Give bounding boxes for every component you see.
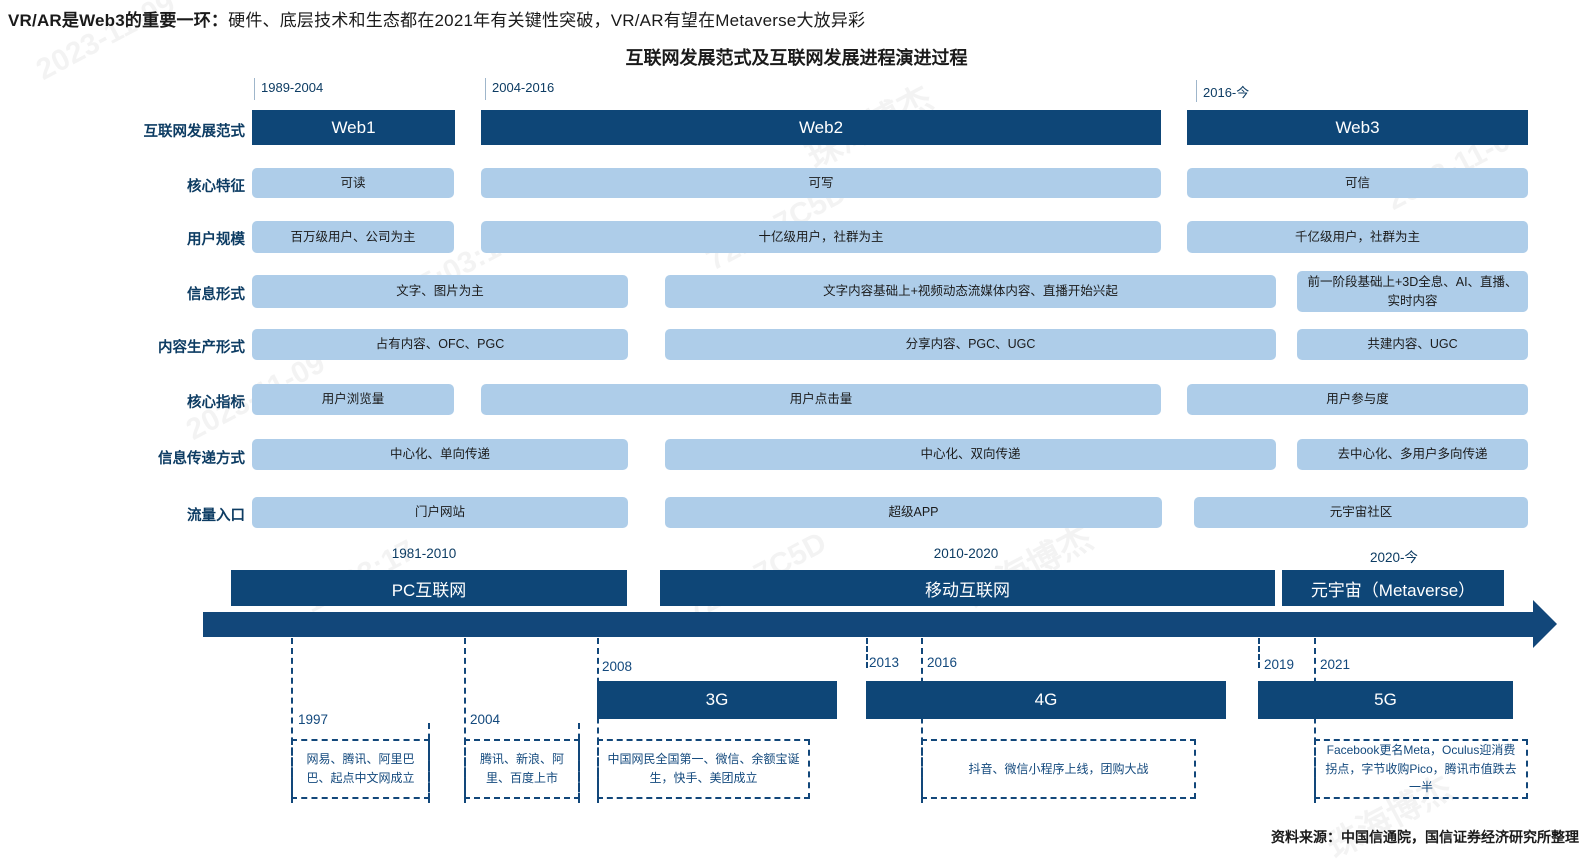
period-tick — [254, 78, 255, 100]
timeline-arrow-icon — [1533, 600, 1557, 648]
period-label-web3: 2016-今 — [1196, 80, 1250, 102]
cell-user-scale-web3[interactable]: 千亿级用户，社群为主 — [1187, 221, 1528, 253]
marker-line-2008 — [597, 638, 599, 803]
row-label-user-scale: 用户规模 — [187, 232, 245, 248]
marker-line-2013 — [866, 638, 868, 668]
year-marker-2016: 2016 — [927, 655, 958, 670]
cell-info-form-web1[interactable]: 文字、图片为主 — [252, 275, 628, 308]
cell-entry-web3[interactable]: 元宇宙社区 — [1194, 497, 1528, 528]
era-period-mobile: 2010-2020 — [933, 546, 999, 561]
marker-line-1997 — [291, 638, 293, 803]
cell-core-feature-web2[interactable]: 可写 — [481, 168, 1161, 198]
cell-transmission-web1[interactable]: 中心化、单向传递 — [252, 439, 628, 470]
event-box-2008[interactable]: 中国网民全国第一、微信、余额宝诞生，快手、美团成立 — [597, 739, 810, 799]
cell-entry-web1[interactable]: 门户网站 — [252, 497, 628, 528]
year-marker-2021: 2021 — [1320, 657, 1351, 672]
cell-production-web1[interactable]: 占有内容、OFC、PGC — [252, 329, 628, 360]
cell-user-scale-web1[interactable]: 百万级用户、公司为主 — [252, 221, 454, 253]
era-bar-meta[interactable]: 元宇宙（Metaverse） — [1282, 570, 1504, 606]
era-bar-pc[interactable]: PC互联网 — [231, 570, 627, 606]
row-label-paradigm: 互联网发展范式 — [143, 124, 246, 140]
era-period-pc: 1981-2010 — [391, 546, 457, 561]
row-label-info-form: 信息形式 — [187, 287, 245, 303]
phase-bar-web2[interactable]: Web2 — [481, 110, 1161, 145]
cell-production-web3[interactable]: 共建内容、UGC — [1297, 329, 1528, 360]
chart-title: 互联网发展范式及互联网发展进程演进过程 — [625, 48, 968, 68]
phase-bar-web3[interactable]: Web3 — [1187, 110, 1528, 145]
headline-rest: 硬件、底层技术和生态都在2021年有关键性突破，VR/AR有望在Metavers… — [228, 11, 866, 30]
generation-bar-4g[interactable]: 4G — [866, 681, 1226, 719]
marker-line-2019 — [1258, 638, 1260, 668]
cell-core-metric-web1[interactable]: 用户浏览量 — [252, 384, 454, 415]
period-text: 2004-2016 — [492, 80, 555, 95]
cell-core-metric-web2[interactable]: 用户点击量 — [481, 384, 1161, 415]
phase-bar-web1[interactable]: Web1 — [252, 110, 455, 145]
period-tick — [485, 78, 486, 100]
year-marker-2008: 2008 — [602, 659, 633, 674]
event-box-2004[interactable]: 腾讯、新浪、阿里、百度上市 — [464, 739, 580, 799]
event-box-1997[interactable]: 网易、腾讯、阿里巴巴、起点中文网成立 — [291, 739, 430, 799]
row-label-core-feature: 核心特征 — [187, 179, 245, 195]
period-tick — [1196, 80, 1197, 102]
year-marker-2019: 2019 — [1264, 657, 1295, 672]
cell-info-form-web3[interactable]: 前一阶段基础上+3D全息、AI、直播、实时内容 — [1297, 271, 1528, 312]
period-label-web2: 2004-2016 — [485, 78, 555, 100]
cell-transmission-web3[interactable]: 去中心化、多用户多向传递 — [1297, 439, 1528, 470]
row-label-core-metric: 核心指标 — [187, 395, 245, 411]
cell-entry-web2[interactable]: 超级APP — [665, 497, 1162, 528]
cell-production-web2[interactable]: 分享内容、PGC、UGC — [665, 329, 1276, 360]
event-box-2016[interactable]: 抖音、微信小程序上线，团购大战 — [921, 739, 1196, 799]
period-label-web1: 1989-2004 — [254, 78, 324, 100]
cell-info-form-web2[interactable]: 文字内容基础上+视频动态流媒体内容、直播开始兴起 — [665, 275, 1276, 308]
row-label-transmission: 信息传递方式 — [158, 451, 245, 467]
row-label-entry: 流量入口 — [187, 508, 245, 524]
source-note: 资料来源：中国信通院，国信证券经济研究所整理 — [1271, 829, 1579, 845]
marker-line-2004 — [464, 638, 466, 803]
headline-bold: VR/AR是Web3的重要一环： — [8, 11, 229, 30]
period-text: 1989-2004 — [261, 80, 324, 95]
page-headline: VR/AR是Web3的重要一环：硬件、底层技术和生态都在2021年有关键性突破，… — [8, 6, 865, 31]
year-marker-2013: 2013 — [869, 655, 900, 670]
cell-user-scale-web2[interactable]: 十亿级用户，社群为主 — [481, 221, 1161, 253]
generation-bar-3g[interactable]: 3G — [597, 681, 837, 719]
row-label-production: 内容生产形式 — [158, 340, 245, 356]
cell-transmission-web2[interactable]: 中心化、双向传递 — [665, 439, 1276, 470]
year-marker-2004: 2004 — [470, 712, 501, 727]
marker-line-2021 — [1314, 638, 1316, 803]
event-box-2021[interactable]: Facebook更名Meta，Oculus迎消费拐点，字节收购Pico，腾讯市值… — [1314, 739, 1528, 799]
generation-bar-5g[interactable]: 5G — [1258, 681, 1513, 719]
timeline-axis — [203, 612, 1533, 637]
marker-line-2016 — [921, 638, 923, 803]
year-marker-1997: 1997 — [298, 712, 329, 727]
cell-core-feature-web1[interactable]: 可读 — [252, 168, 454, 198]
era-period-meta: 2020-今 — [1369, 550, 1419, 565]
era-bar-mobile[interactable]: 移动互联网 — [660, 570, 1275, 606]
period-text: 2016-今 — [1203, 85, 1250, 100]
cell-core-feature-web3[interactable]: 可信 — [1187, 168, 1528, 198]
cell-core-metric-web3[interactable]: 用户参与度 — [1187, 384, 1528, 415]
